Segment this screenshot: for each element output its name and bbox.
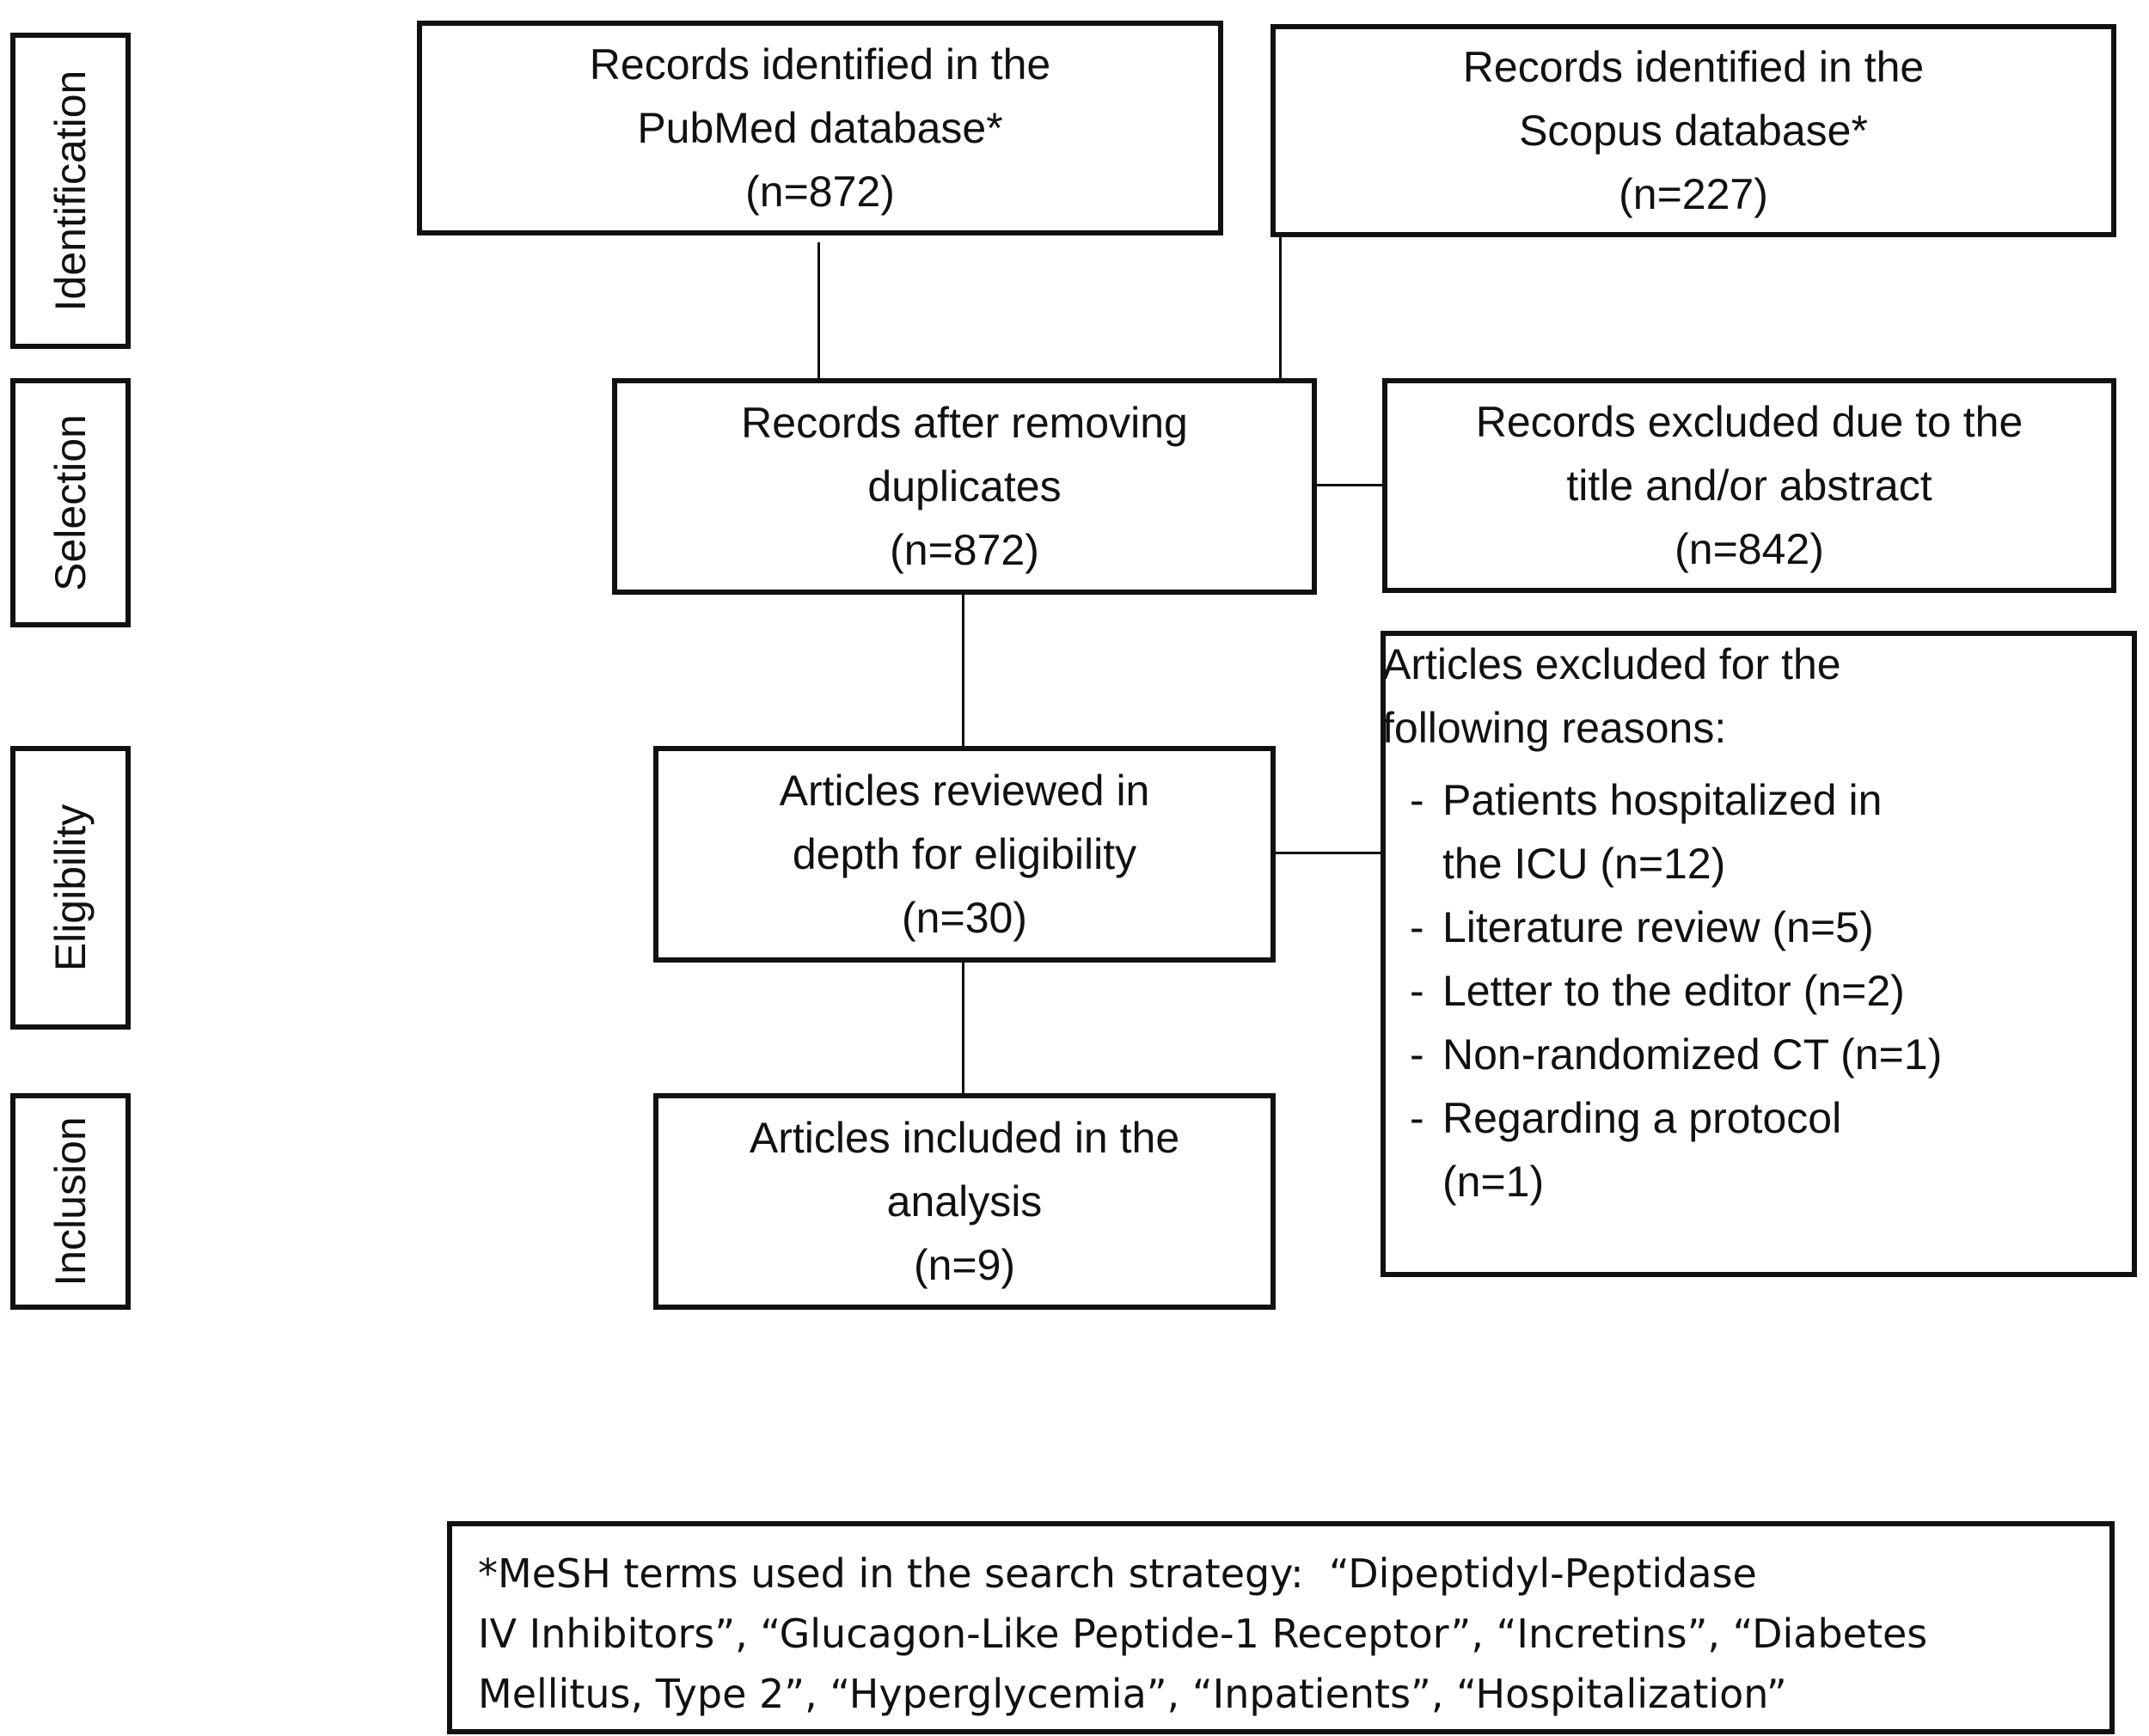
- reason-letter-to-editor: - Letter to the editor (n=2): [1382, 959, 2096, 1023]
- stage-identification: Identification: [10, 33, 131, 349]
- reason-protocol-line1: Regarding a protocol: [1442, 1094, 1842, 1142]
- reason-protocol: - Regarding a protocol (n=1): [1382, 1086, 2096, 1213]
- excluded-reasons-line2: following reasons:: [1382, 704, 1727, 752]
- reason-icu: - Patients hospitalized in the ICU (n=12…: [1382, 768, 2096, 896]
- reviewed-line2: depth for eligibility: [792, 830, 1137, 878]
- dedup-count: (n=872): [890, 526, 1039, 574]
- included-line1: Articles included in the: [749, 1114, 1180, 1162]
- excluded-title-abstract-box: Records excluded due to the title and/or…: [1382, 378, 2116, 593]
- stage-inclusion: Inclusion: [10, 1093, 131, 1310]
- mesh-note-line2: IV Inhibitors”, “Glucagon-Like Peptide-1…: [478, 1611, 1928, 1657]
- connector-scopus-to-dedup: [1279, 237, 1282, 380]
- reason-protocol-line2: (n=1): [1442, 1158, 1545, 1206]
- reason-dash: -: [1410, 776, 1424, 824]
- excluded-reasons-box: [1381, 631, 2137, 1277]
- included-line2: analysis: [886, 1177, 1043, 1226]
- mesh-note-line1: *MeSH terms used in the search strategy:…: [478, 1550, 1757, 1597]
- connector-dedup-to-reviewed: [962, 593, 964, 748]
- reason-non-randomized-ct: - Non-randomized CT (n=1): [1382, 1023, 2096, 1086]
- stage-eligibility-label: Eligibility: [46, 804, 95, 972]
- stage-selection-label: Selection: [46, 414, 95, 591]
- reviewed-line1: Articles reviewed in: [779, 767, 1150, 815]
- connector-dedup-to-excluded: [1315, 484, 1384, 486]
- reason-dash: -: [1410, 903, 1424, 951]
- reason-non-randomized-ct-text: Non-randomized CT (n=1): [1442, 1030, 1943, 1079]
- reason-dash: -: [1410, 1094, 1424, 1142]
- scopus-records-box: Records identified in the Scopus databas…: [1270, 24, 2116, 237]
- reviewed-articles-box: Articles reviewed in depth for eligibili…: [653, 746, 1276, 963]
- dedup-line1: Records after removing: [741, 399, 1188, 447]
- stage-inclusion-label: Inclusion: [46, 1116, 95, 1287]
- excluded-reasons-line1: Articles excluded for the: [1382, 640, 1841, 688]
- scopus-line2: Scopus database*: [1519, 107, 1868, 155]
- deduplicated-records-box: Records after removing duplicates (n=872…: [612, 378, 1317, 595]
- excluded-title-line1: Records excluded due to the: [1475, 398, 2023, 446]
- excluded-title-line2: title and/or abstract: [1566, 462, 1932, 510]
- pubmed-line1: Records identified in the: [589, 40, 1051, 89]
- mesh-terms-note: *MeSH terms used in the search strategy:…: [447, 1521, 2115, 1734]
- reason-literature-review-text: Literature review (n=5): [1442, 903, 1874, 951]
- scopus-line1: Records identified in the: [1462, 43, 1925, 91]
- connector-reviewed-to-included: [962, 961, 964, 1097]
- scopus-count: (n=227): [1619, 170, 1768, 218]
- stage-identification-label: Identification: [46, 70, 95, 312]
- reason-icu-line1: Patients hospitalized in: [1442, 776, 1883, 824]
- mesh-note-line3: Mellitus, Type 2”, “Hyperglycemia”, “Inp…: [478, 1671, 1787, 1717]
- reviewed-count: (n=30): [902, 894, 1027, 942]
- pubmed-records-box: Records identified in the PubMed databas…: [417, 21, 1223, 235]
- reason-letter-to-editor-text: Letter to the editor (n=2): [1442, 967, 1905, 1015]
- stage-eligibility: Eligibility: [10, 746, 131, 1030]
- included-count: (n=9): [913, 1241, 1016, 1289]
- connector-reviewed-to-reasons: [1274, 852, 1384, 854]
- excluded-reasons-content: Articles excluded for the following reas…: [1382, 633, 2096, 1213]
- reason-literature-review: - Literature review (n=5): [1382, 896, 2096, 959]
- included-articles-box: Articles included in the analysis (n=9): [653, 1093, 1276, 1310]
- connector-pubmed-to-dedup: [817, 242, 820, 380]
- dedup-line2: duplicates: [867, 462, 1062, 510]
- reason-dash: -: [1410, 1030, 1424, 1079]
- reason-dash: -: [1410, 967, 1424, 1015]
- pubmed-count: (n=872): [745, 168, 895, 216]
- excluded-title-count: (n=842): [1675, 525, 1824, 573]
- stage-selection: Selection: [10, 378, 131, 627]
- reason-icu-line2: the ICU (n=12): [1442, 840, 1726, 888]
- pubmed-line2: PubMed database*: [637, 104, 1003, 152]
